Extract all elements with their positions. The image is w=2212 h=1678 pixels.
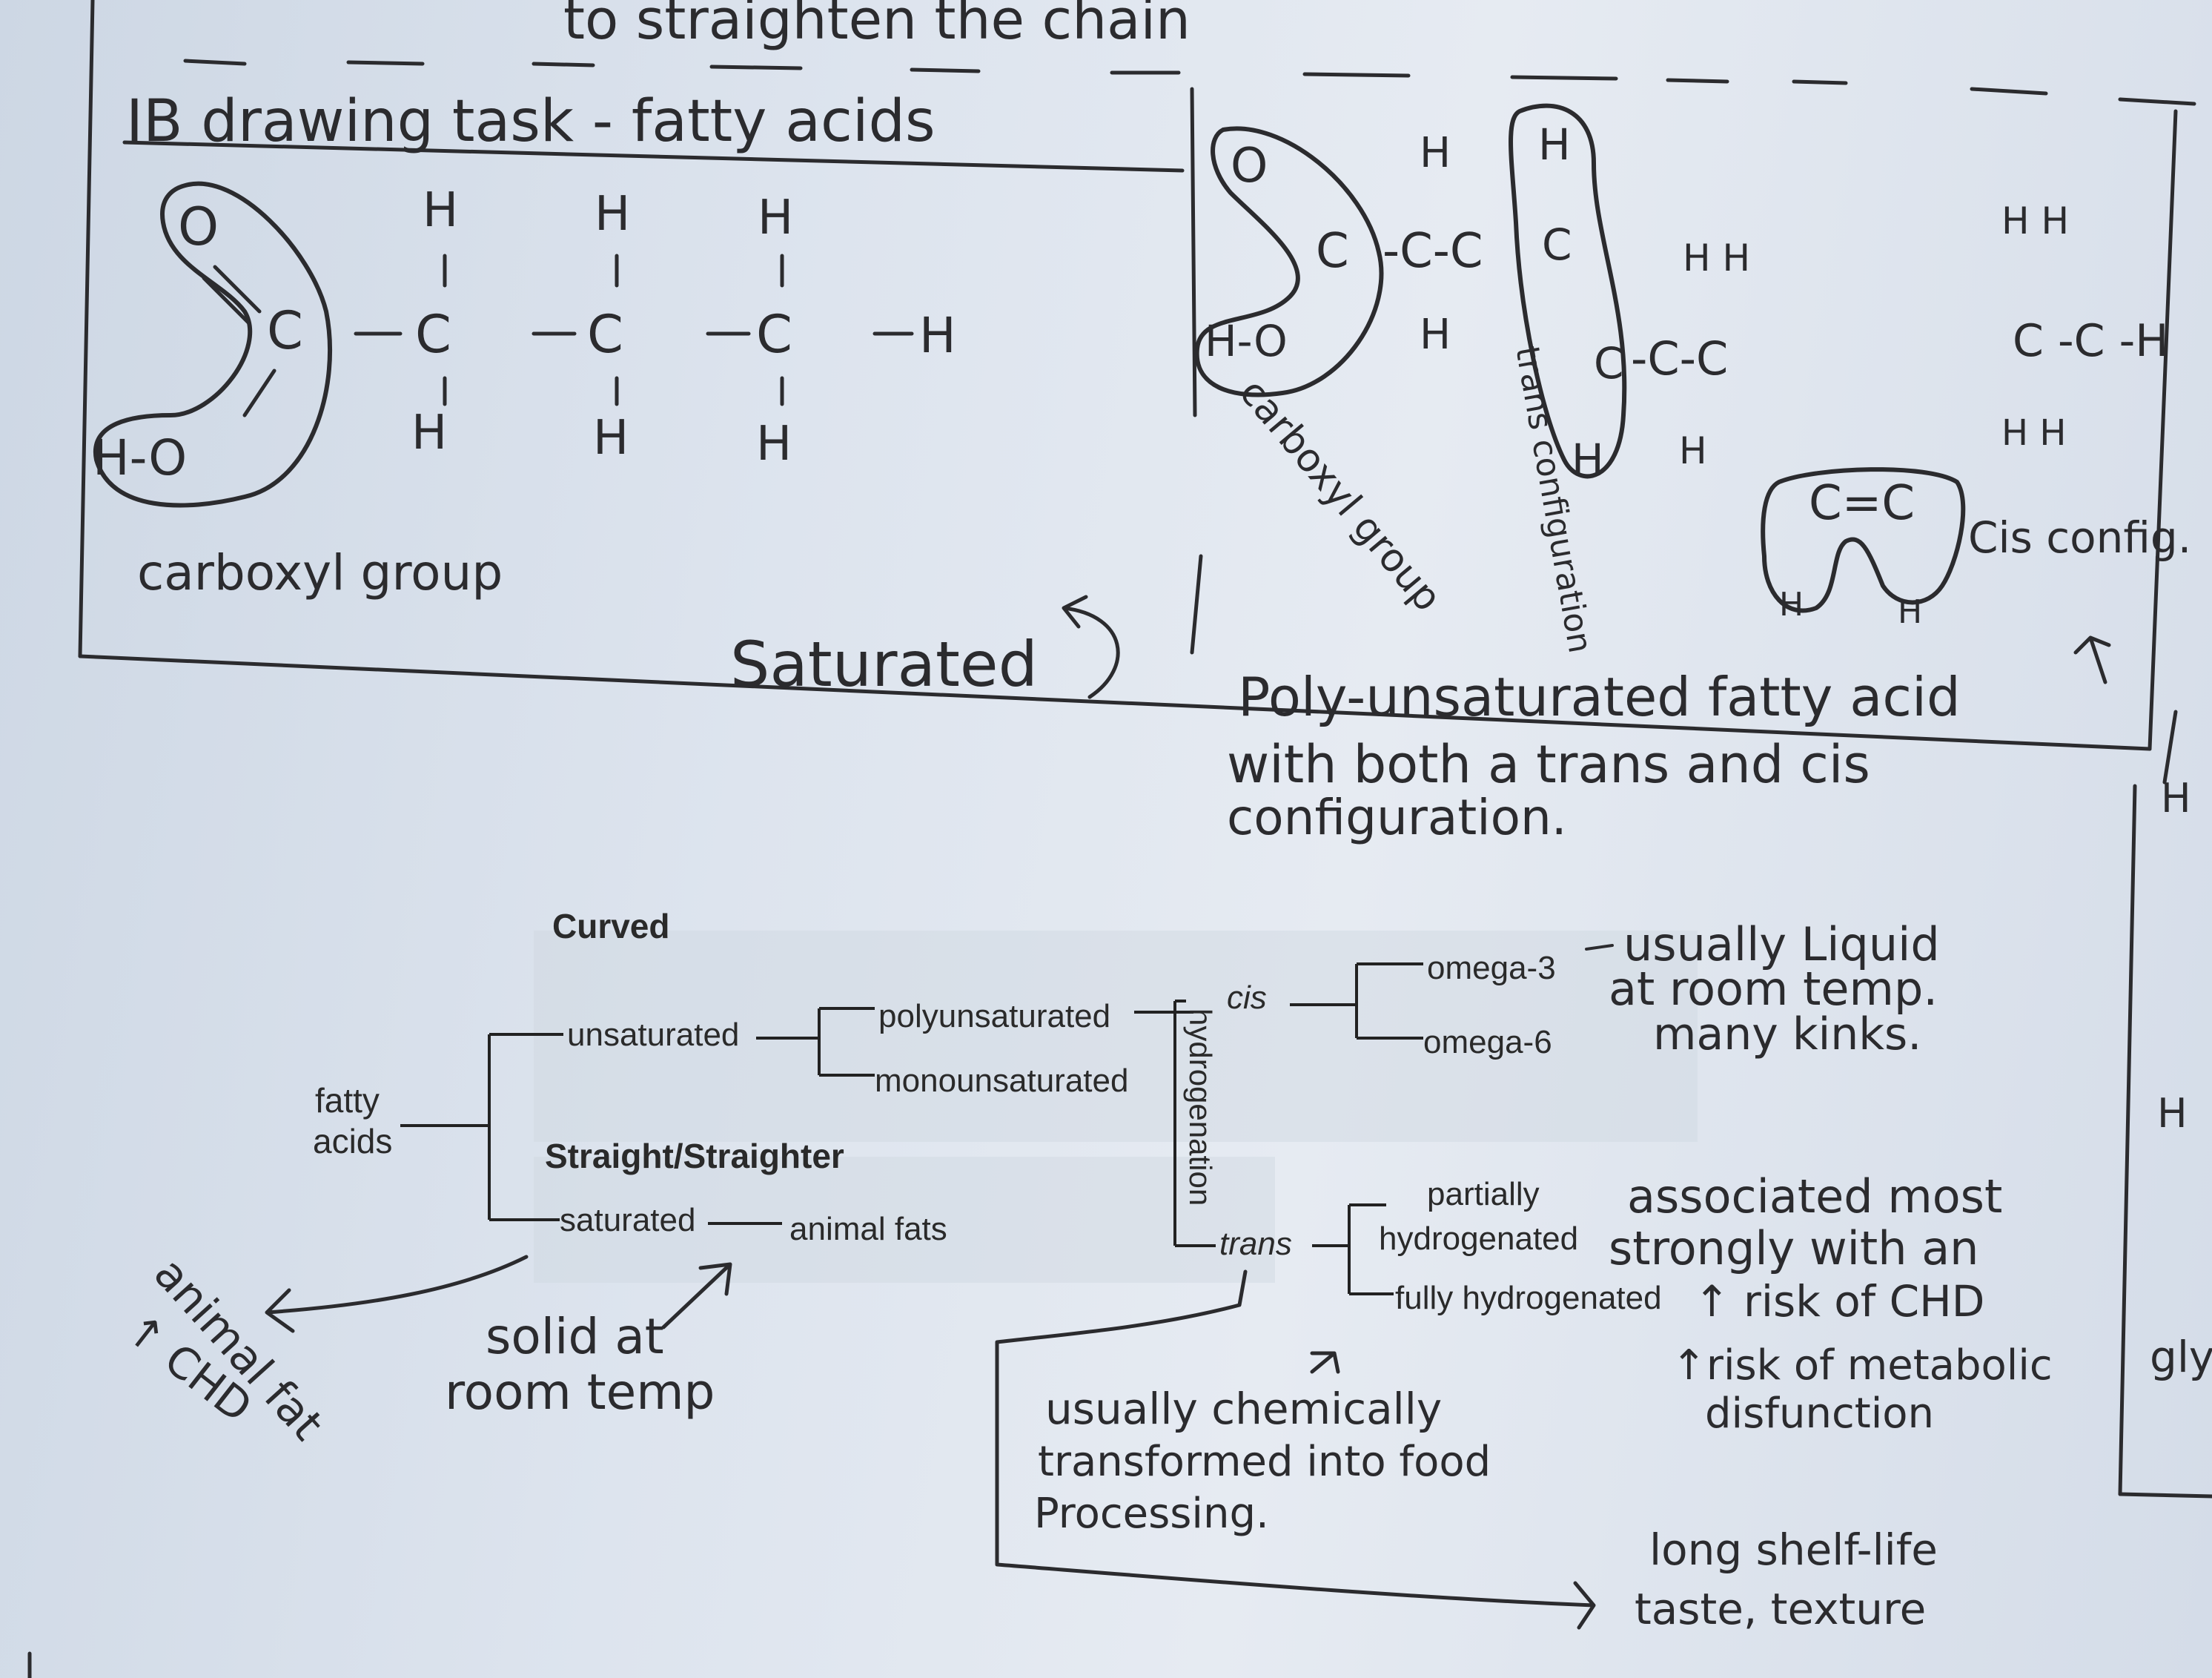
note-solid-l2: room temp — [445, 1364, 715, 1421]
sat-bonds — [354, 254, 914, 406]
tree-lines — [400, 962, 1423, 1295]
poly-carboxyl-loop — [1194, 126, 1384, 397]
poly-c: C — [1316, 224, 1349, 279]
sat-ho: H-O — [93, 429, 187, 486]
cis-arrow — [2073, 635, 2111, 684]
animal-fats-label: animal fats — [789, 1211, 947, 1247]
saturated-arrow — [1062, 595, 1120, 699]
sat-h3-top: H — [758, 191, 793, 245]
trans-label: trans — [1219, 1226, 1292, 1262]
poly-chain1: -C-C — [1382, 224, 1483, 279]
poly-h-top: H — [1420, 129, 1451, 177]
sat-h2-top: H — [595, 187, 630, 242]
trans-c: C — [1542, 219, 1572, 270]
poly-caption-l2: with both a trans and cis — [1227, 734, 1870, 795]
note-chem-l3: Processing. — [1034, 1490, 1269, 1538]
solid-arrow — [661, 1262, 732, 1329]
animal-fat-arrow — [265, 1255, 529, 1333]
straight-band — [534, 1157, 1275, 1283]
sat-c1: C — [415, 304, 451, 365]
sat-carboxyl-c: C — [267, 300, 303, 361]
note-assoc-l2: strongly with an — [1609, 1221, 1978, 1275]
hydrogenation-label: hydrogenation — [1183, 1008, 1218, 1206]
poly-o: O — [1231, 139, 1268, 194]
cis-cc-double: C=C — [1809, 476, 1915, 531]
hydrogenated-label: hydrogenated — [1379, 1220, 1578, 1257]
trans-h-top: H — [1538, 119, 1571, 170]
top-strip-text: to straighten the chain — [563, 0, 1191, 52]
chem-arrow — [1310, 1351, 1340, 1374]
trans-loop — [1509, 103, 1627, 479]
margin-h-1: H — [2161, 775, 2191, 822]
trans-processing-arrow — [995, 1269, 1596, 1630]
unsaturated-label: unsaturated — [567, 1017, 739, 1053]
poly-caption-l1: Poly-unsaturated fatty acid — [1238, 666, 1961, 728]
sat-o-top: O — [178, 196, 219, 257]
sat-c3: C — [756, 304, 792, 365]
dashed-rule — [183, 59, 2196, 106]
sat-h1-top: H — [423, 183, 458, 238]
cis-loop — [1761, 467, 1966, 613]
curved-label: Curved — [552, 907, 669, 945]
fatty-label: fatty — [315, 1081, 380, 1120]
omega3-label: omega-3 — [1427, 950, 1556, 986]
note-assoc-l1: associated most — [1627, 1169, 2002, 1223]
poly-cc-right: C -C -H — [2013, 315, 2168, 367]
note-shelf-l1: long shelf-life — [1649, 1525, 1938, 1575]
sat-h2-bot: H — [593, 411, 629, 466]
trans-h-bot: H — [1572, 435, 1604, 485]
note-liquid-l1: usually Liquid — [1623, 917, 1940, 971]
cis-label: cis — [1227, 980, 1267, 1016]
note-chem-l2: transformed into food — [1038, 1438, 1491, 1486]
monounsaturated-label: monounsaturated — [875, 1063, 1128, 1099]
poly-cc-mid: -C-C — [1631, 331, 1728, 386]
margin-h-2: H — [2157, 1090, 2188, 1137]
sat-terminal-h: H — [919, 307, 956, 364]
sat-h1-bot: H — [411, 406, 447, 460]
fully-hydrogenated-label: fully hydrogenated — [1395, 1280, 1662, 1316]
note-chem-l1: usually chemically — [1045, 1384, 1442, 1434]
saturated-caption: Saturated — [730, 628, 1038, 701]
acids-label: acids — [313, 1122, 392, 1160]
curved-band — [534, 931, 1698, 1142]
drawing-box-border — [27, 0, 2212, 1678]
poly-carboxyl-label: carboxyl group — [1231, 371, 1450, 620]
partially-label: partially — [1427, 1176, 1540, 1212]
heading: IB drawing task - fatty acids — [126, 88, 936, 155]
poly-h-bot: H — [1420, 311, 1451, 359]
cis-h-left: H — [1779, 586, 1804, 624]
note-metab-l2: disfunction — [1705, 1390, 1934, 1438]
poly-hh-right: H H — [2001, 199, 2069, 242]
sat-carboxyl-label: carboxyl group — [137, 544, 503, 601]
omega6-label: omega-6 — [1423, 1024, 1552, 1060]
sat-c2: C — [587, 304, 623, 365]
cis-h-right: H — [1898, 593, 1922, 631]
note-liquid-l3: many kinks. — [1653, 1008, 1921, 1060]
straight-label: Straight/Straighter — [545, 1137, 844, 1175]
poly-caption-l3: configuration. — [1227, 789, 1567, 846]
trans-config-label: trans configuration — [1508, 343, 1599, 655]
note-metab-l1: ↑risk of metabolic — [1672, 1341, 2053, 1390]
note-solid-l1: solid at — [486, 1308, 664, 1365]
poly-h-mid-bot: H — [1679, 429, 1707, 472]
poly-ho: H-O — [1205, 316, 1288, 366]
heading-underline — [122, 140, 1185, 173]
note-liquid-l2: at room temp. — [1609, 962, 1938, 1016]
poly-hh-right-bot: H H — [2001, 412, 2066, 454]
note-shelf-l2: taste, texture — [1635, 1584, 1926, 1634]
cis-config-label: Cis config. — [1968, 512, 2191, 563]
note-assoc-l3: ↑ risk of CHD — [1694, 1276, 1984, 1327]
sat-h3-bot: H — [756, 417, 792, 472]
polyunsaturated-label: polyunsaturated — [878, 998, 1110, 1034]
trans-c2: C — [1594, 338, 1624, 389]
margin-gly: gly — [2150, 1332, 2212, 1382]
poly-hh-top: H H — [1683, 237, 1750, 280]
saturated-label: saturated — [560, 1202, 695, 1238]
